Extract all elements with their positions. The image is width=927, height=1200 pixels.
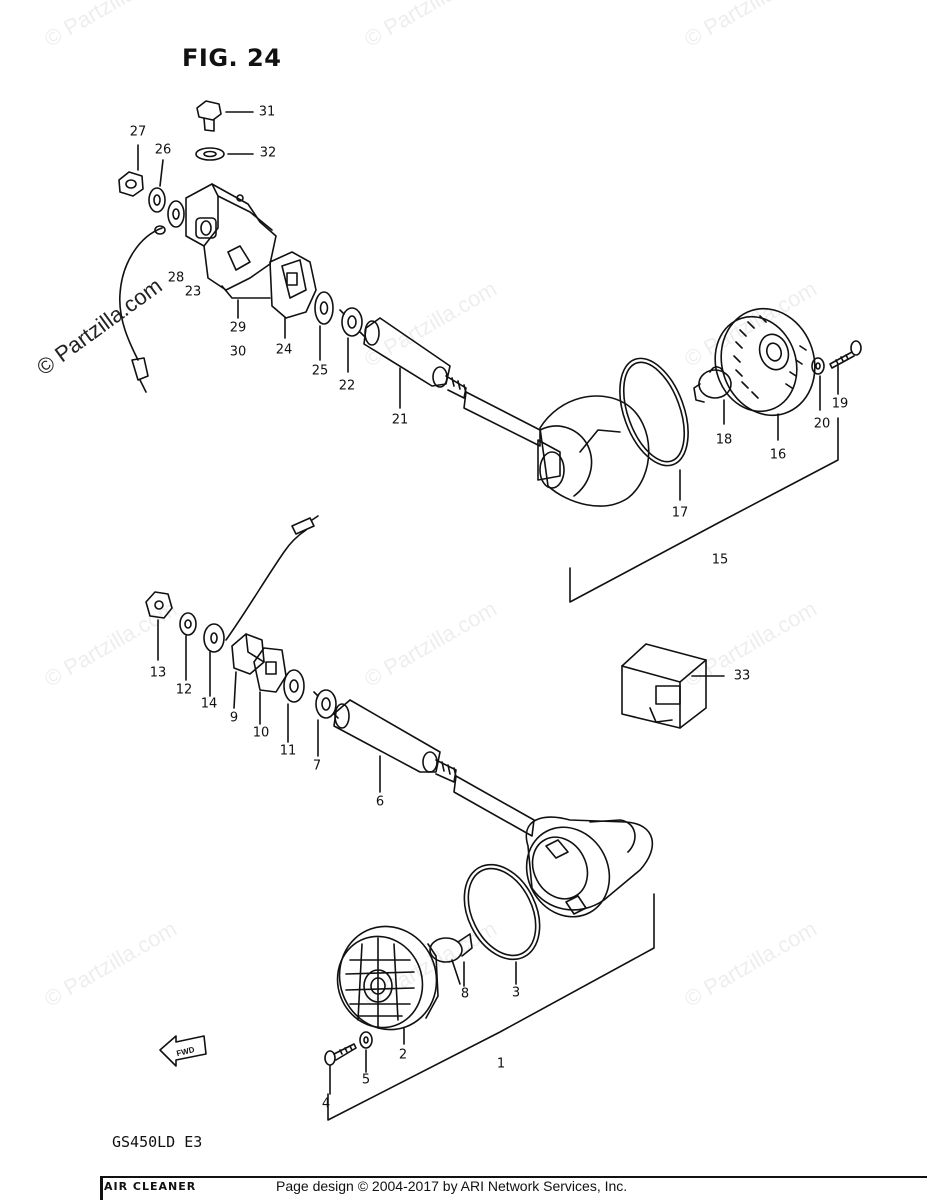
- footer-section-label: AIR CLEANER: [104, 1180, 197, 1193]
- callout-1: 1: [496, 1056, 506, 1072]
- callout-29: 29: [229, 320, 247, 336]
- screw-19: [829, 340, 862, 395]
- callout-11: 11: [279, 743, 297, 759]
- callout-2: 2: [398, 1047, 408, 1063]
- callout-23: 23: [184, 284, 202, 300]
- callout-13: 13: [149, 665, 167, 681]
- wire-lead-lower: [225, 515, 319, 641]
- callout-20: 20: [813, 416, 831, 432]
- washer-20: [811, 357, 825, 411]
- gasket-3: [463, 863, 541, 985]
- bulb-8: [429, 933, 473, 987]
- washer-14: [203, 623, 225, 697]
- callout-18: 18: [715, 432, 733, 448]
- flasher-relay-33: [621, 643, 725, 729]
- callout-10: 10: [252, 725, 270, 741]
- callout-19: 19: [831, 396, 849, 412]
- nut-27: [118, 144, 144, 197]
- callout-17: 17: [671, 505, 689, 521]
- callout-14: 14: [200, 696, 218, 712]
- callout-8: 8: [460, 986, 470, 1002]
- callout-32: 32: [259, 145, 277, 161]
- bulb-18: [693, 366, 732, 425]
- callout-27: 27: [129, 124, 147, 140]
- callout-30: 30: [229, 344, 247, 360]
- callout-24: 24: [275, 342, 293, 358]
- callout-21: 21: [391, 412, 409, 428]
- washer-26: [148, 159, 166, 213]
- callout-28: 28: [167, 270, 185, 286]
- washer-25: [314, 291, 334, 361]
- callout-15: 15: [711, 552, 729, 568]
- fwd-arrow-icon: FWD: [159, 1035, 207, 1067]
- nut-9: [231, 633, 265, 709]
- callout-16: 16: [769, 447, 787, 463]
- washer-11: [283, 669, 305, 743]
- washer-28: [167, 200, 185, 228]
- lockwasher-22: [339, 307, 365, 373]
- callout-3: 3: [511, 985, 521, 1001]
- screw-4: [324, 1043, 357, 1095]
- callout-31: 31: [258, 104, 276, 120]
- gasket-17: [619, 357, 689, 501]
- lens-2: [336, 925, 439, 1045]
- lens-16: [714, 307, 816, 441]
- stem-6: [333, 699, 535, 837]
- turn-signal-housing-upper: [537, 395, 650, 507]
- turn-signal-housing-lower: [525, 816, 654, 918]
- callout-9: 9: [229, 710, 239, 726]
- callout-6: 6: [375, 794, 385, 810]
- callout-33: 33: [733, 668, 751, 684]
- wire-lead-upper: [119, 225, 166, 393]
- bolt-31: [196, 100, 254, 132]
- model-code: GS450LD E3: [112, 1133, 203, 1151]
- callout-26: 26: [154, 142, 172, 158]
- nut-13: [145, 591, 173, 661]
- footer-credit: Page design © 2004-2017 by ARI Network S…: [276, 1178, 628, 1194]
- bracket-29: [185, 183, 277, 319]
- bracket-line-1: [327, 893, 655, 1121]
- fwd-label: FWD: [176, 1045, 196, 1058]
- callout-25: 25: [311, 363, 329, 379]
- callout-7: 7: [312, 758, 322, 774]
- bracket-line-15: [569, 417, 839, 603]
- callout-12: 12: [175, 682, 193, 698]
- washer-5: [359, 1031, 373, 1073]
- stem-21: [363, 317, 541, 447]
- callout-4: 4: [321, 1096, 331, 1112]
- grommet-24: [269, 251, 317, 339]
- callout-22: 22: [338, 378, 356, 394]
- footer-tick: [100, 1176, 103, 1200]
- washer-32: [195, 147, 254, 161]
- callout-5: 5: [361, 1072, 371, 1088]
- footer-rule: [100, 1176, 927, 1178]
- figure-title: FIG. 24: [182, 44, 282, 72]
- washer-12: [179, 612, 197, 681]
- lockwasher-7: [313, 689, 339, 757]
